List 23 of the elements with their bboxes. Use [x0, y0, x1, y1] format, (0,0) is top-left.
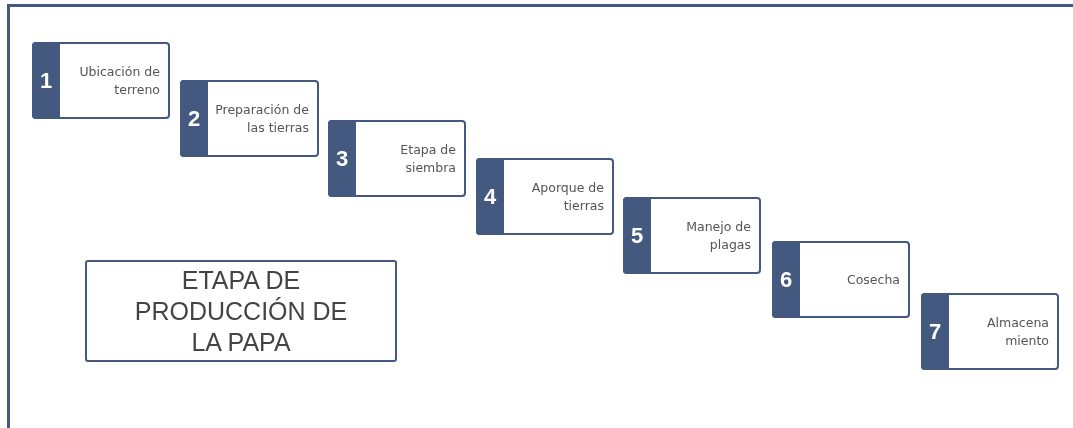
step-label: Etapa de siembra — [399, 140, 456, 177]
step-card — [476, 158, 614, 235]
step-card — [772, 241, 910, 318]
title-box — [85, 260, 397, 362]
step-number: 5 — [623, 197, 651, 274]
step-number: 6 — [772, 241, 800, 318]
step-card — [921, 293, 1059, 370]
step-label: Manejo de plagas — [685, 217, 751, 254]
step-number: 3 — [328, 120, 356, 197]
step-number: 4 — [476, 158, 504, 235]
step-card — [328, 120, 466, 197]
step-card — [32, 42, 170, 119]
title-text: ETAPA DE PRODUCCIÓN DE LA PAPA — [133, 264, 349, 358]
step-card — [623, 197, 761, 274]
step-card — [180, 80, 319, 157]
step-number: 2 — [180, 80, 208, 157]
step-label: Cosecha — [846, 270, 900, 289]
step-label: Aporque de tierras — [530, 178, 604, 215]
step-label: Preparación de las tierras — [214, 100, 309, 137]
step-label: Almacena miento — [986, 313, 1049, 350]
step-label: Ubicación de terreno — [78, 62, 160, 99]
step-number: 7 — [921, 293, 949, 370]
step-number: 1 — [32, 42, 60, 119]
